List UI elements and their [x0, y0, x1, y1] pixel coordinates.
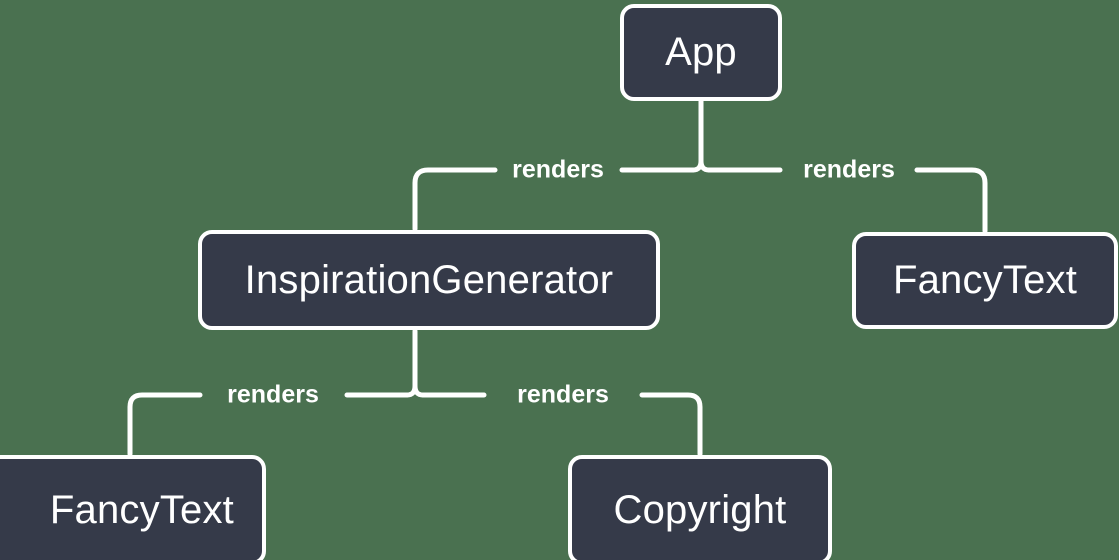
edge-inspgen-stem-right: [412, 383, 426, 398]
node-fancy-text-bottom-left-label: FancyText: [49, 487, 234, 532]
edge-label-app-to-fancy-text-right: renders: [803, 155, 895, 184]
node-fancy-text-right[interactable]: FancyText: [852, 232, 1118, 329]
edge-app-to-fancyright-seg-b: [914, 167, 988, 234]
edge-app-stem-right: [698, 158, 712, 173]
edge-inspgen-to-copyright-seg-b: [639, 392, 703, 457]
edge-inspgen-stem: [404, 328, 418, 398]
edge-label-inspiration-generator-to-copyright: renders: [517, 380, 609, 409]
node-inspiration-generator-label: InspirationGenerator: [244, 257, 614, 302]
node-inspiration-generator[interactable]: InspirationGenerator: [198, 230, 660, 330]
node-fancy-text-bottom-left[interactable]: FancyText: [0, 455, 266, 560]
edge-inspgen-to-fancyleft-seg-b: [127, 392, 203, 457]
edge-label-app-to-inspiration-generator: renders: [512, 155, 604, 184]
edge-app-stem: [690, 98, 704, 173]
node-app-label: App: [665, 30, 737, 74]
edge-app-to-inspgen-seg-b: [412, 167, 498, 232]
node-copyright[interactable]: Copyright: [568, 455, 832, 560]
node-app[interactable]: App: [620, 4, 782, 101]
node-copyright-label: Copyright: [613, 487, 787, 532]
node-fancy-text-right-label: FancyText: [892, 258, 1078, 302]
edge-label-inspiration-generator-to-fancy-text: renders: [227, 380, 319, 409]
